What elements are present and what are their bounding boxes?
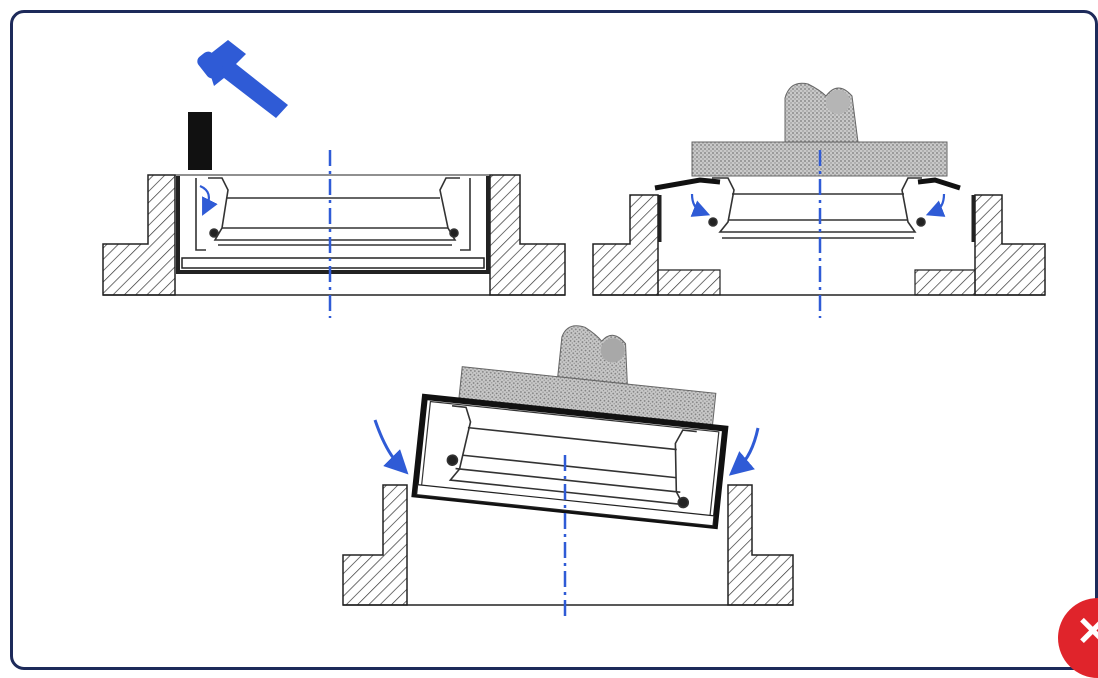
housing-left (592, 194, 659, 296)
seal-body (708, 177, 926, 239)
housing-bore (657, 269, 976, 296)
seal-body (195, 177, 471, 251)
arrow-icon (199, 184, 218, 216)
arrow-icon (728, 427, 760, 476)
seal-installation-diagram (102, 40, 1046, 618)
housing-left (342, 484, 408, 606)
housing-left (102, 174, 176, 296)
housing-right (489, 174, 566, 296)
panel-drift-install (102, 40, 566, 318)
seal-body (446, 405, 697, 509)
panel-press-install (592, 82, 1046, 318)
arrow-icon (925, 193, 946, 217)
drift-punch (188, 112, 212, 170)
arrow-icon (373, 419, 409, 475)
close-icon: ✕ (1076, 610, 1098, 654)
panel-tilted-install-error (342, 325, 794, 618)
housing-right (974, 194, 1046, 296)
housing-right (727, 484, 794, 606)
press-tool (458, 325, 717, 428)
hammer-icon (197, 40, 288, 118)
arrow-icon (690, 193, 711, 217)
